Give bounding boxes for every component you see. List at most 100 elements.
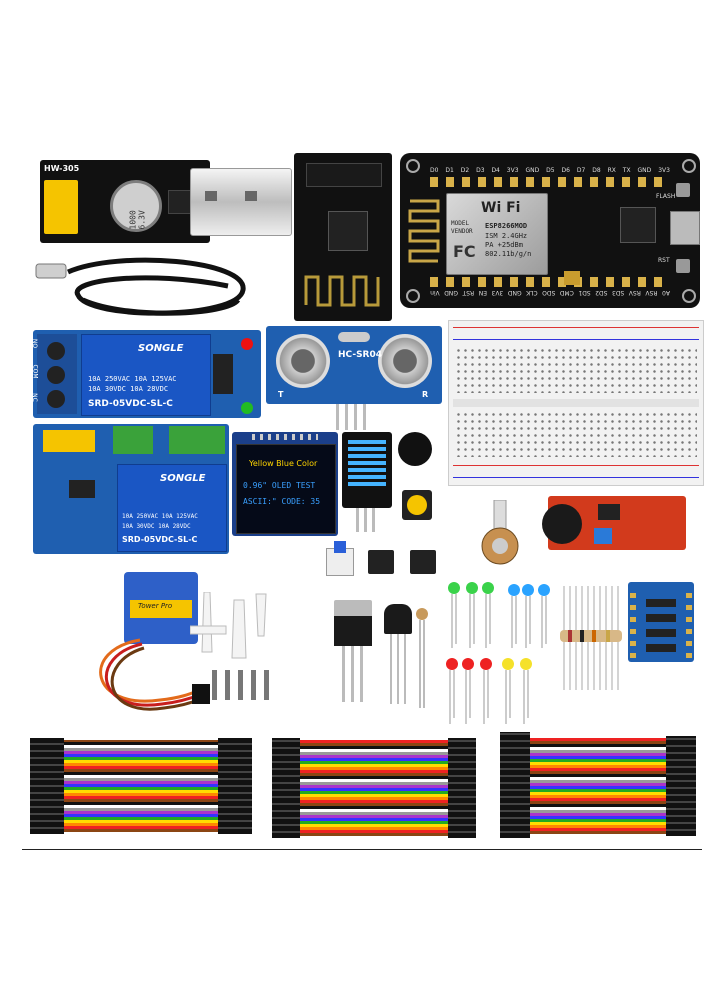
usb-esp01-adapter: HW-305 1000 6.3V xyxy=(40,160,210,243)
servo-label: Tower Pro xyxy=(130,600,192,618)
module-line: ESP8266MOD xyxy=(485,222,528,230)
transducer-t xyxy=(276,334,330,388)
yellow-leds xyxy=(502,658,532,670)
relay-red-led xyxy=(241,338,253,350)
pin-label: RX xyxy=(607,167,616,174)
pin-label: SD1 xyxy=(578,289,591,296)
breadboard xyxy=(448,320,704,486)
relay2-model: SRD-05VDC-SL-C xyxy=(122,535,198,544)
pin-label: GND xyxy=(525,167,540,174)
green-leds xyxy=(448,582,494,594)
module-line: ISM 2.4GHz xyxy=(485,232,528,240)
pin-label: TX xyxy=(622,167,631,174)
module-line: VENDOR xyxy=(451,228,473,235)
relay-side-label: NO xyxy=(31,338,39,349)
pin-row-bottom xyxy=(430,277,670,287)
pin-label: D5 xyxy=(546,167,555,174)
pin-label: D8 xyxy=(592,167,601,174)
wifi-logo: Wi Fi xyxy=(481,200,521,216)
esp01-module xyxy=(294,153,392,321)
pin-label: EN xyxy=(478,289,487,296)
micro-usb-port xyxy=(670,211,700,245)
capacitor: 1000 6.3V xyxy=(110,180,162,232)
module-line: MODEL xyxy=(451,220,470,227)
rst-button xyxy=(676,259,690,273)
pin-label: D0 xyxy=(430,167,439,174)
yellow-button xyxy=(402,490,432,520)
dht11-grille xyxy=(348,438,386,486)
module-line: PA +25dBm xyxy=(485,241,523,249)
relay2-spec: 10A 250VAC 10A 125VAC xyxy=(122,513,198,520)
red-leds xyxy=(446,658,492,670)
tactile-button-1 xyxy=(368,550,394,574)
t-label: T xyxy=(278,390,284,399)
pin-label: SD2 xyxy=(595,289,608,296)
photoresistor xyxy=(416,608,428,708)
pin-row-top xyxy=(430,177,670,187)
relay2-terminal-b xyxy=(169,426,225,454)
servo-horns xyxy=(190,592,267,659)
pin-label: RST xyxy=(462,289,475,296)
capacitor-text: 1000 6.3V xyxy=(128,210,147,230)
dht11-sensor xyxy=(342,432,392,508)
esp01-chip xyxy=(328,211,368,251)
relay-brand: SONGLE xyxy=(138,343,184,354)
dht11-pins xyxy=(356,508,378,532)
pin-label: SDO xyxy=(542,289,556,296)
relay2-ic xyxy=(69,480,95,498)
pin-label: CMD xyxy=(559,289,574,296)
pin-label: RSV xyxy=(628,289,641,296)
sound-pot xyxy=(594,528,612,544)
fcc-logo: FC xyxy=(453,242,476,261)
hc-sr04-label: HC-SR04 xyxy=(338,350,383,360)
pin-label: D1 xyxy=(445,167,454,174)
usb-plug xyxy=(190,168,292,236)
servo-motor: Tower Pro xyxy=(124,572,198,644)
jumper-wires-mm xyxy=(30,732,252,842)
relay-body: SONGLE 10A 250VAC 10A 125VAC 10A 30VDC 1… xyxy=(81,334,211,416)
oled-screen: Yellow Blue Color 0.96" OLED TEST ASCII:… xyxy=(236,444,336,534)
pin-label: D4 xyxy=(491,167,500,174)
usb-uart-chip xyxy=(620,207,656,243)
pin-labels-bottom: A0 RSV RSV SD3 SD2 SD1 CMD SDO CLK GND 3… xyxy=(430,289,670,296)
adapter-label: HW-305 xyxy=(44,164,80,173)
breadboard-holes-top xyxy=(455,347,697,393)
servo-brand: Tower Pro xyxy=(138,602,173,610)
pin-label: GND xyxy=(637,167,652,174)
relay-header xyxy=(213,354,233,394)
pin-label: D2 xyxy=(460,167,470,174)
sound-ic xyxy=(598,504,620,520)
relay-module-1: SONGLE 10A 250VAC 10A 125VAC 10A 30VDC 1… xyxy=(33,330,261,418)
esp01-header xyxy=(306,163,382,187)
relay2-esp-socket xyxy=(43,430,95,452)
r-label: R xyxy=(422,390,429,399)
sound-sensor-module xyxy=(542,496,686,550)
pin-label: D7 xyxy=(576,167,586,174)
oled-line-1: Yellow Blue Color xyxy=(249,459,318,468)
jumper-wires-ff xyxy=(272,732,476,844)
relay1-side-labels: NO COM NC xyxy=(31,336,44,416)
pin-label: GND xyxy=(444,289,458,296)
transistor xyxy=(384,604,412,704)
breadboard-holes-bottom xyxy=(455,411,697,457)
esp8266-shield: Wi Fi MODEL VENDOR ESP8266MOD ISM 2.4GHz… xyxy=(446,193,548,275)
relay-spec: 10A 250VAC 10A 125VAC xyxy=(88,375,177,383)
nodemcu-antenna xyxy=(408,199,440,263)
push-button-self-lock xyxy=(326,541,354,576)
flash-label: FLASH xyxy=(656,193,676,200)
led-set xyxy=(446,582,550,724)
relay-side-label: COM xyxy=(31,364,39,379)
jumper-wires-mf xyxy=(500,728,696,844)
pin-label: 3V3 xyxy=(506,167,519,174)
flash-button xyxy=(676,183,690,197)
esp01-relay-module: SONGLE 10A 250VAC 10A 125VAC 10A 30VDC 1… xyxy=(33,424,229,554)
nodemcu-board: D0 D1 D2 D3 D4 3V3 GND D5 D6 D7 D8 RX TX… xyxy=(400,153,700,308)
relay-spec: 10A 30VDC 10A 28VDC xyxy=(88,385,169,393)
pin-label: CLK xyxy=(526,289,538,296)
relay-model: SRD-05VDC-SL-C xyxy=(88,399,173,409)
relay2-body: SONGLE 10A 250VAC 10A 125VAC 10A 30VDC 1… xyxy=(117,464,227,552)
relay2-terminal-a xyxy=(113,426,153,454)
relay-green-led xyxy=(241,402,253,414)
voltage-regulator xyxy=(334,600,372,702)
logic-level-converter xyxy=(628,582,694,662)
